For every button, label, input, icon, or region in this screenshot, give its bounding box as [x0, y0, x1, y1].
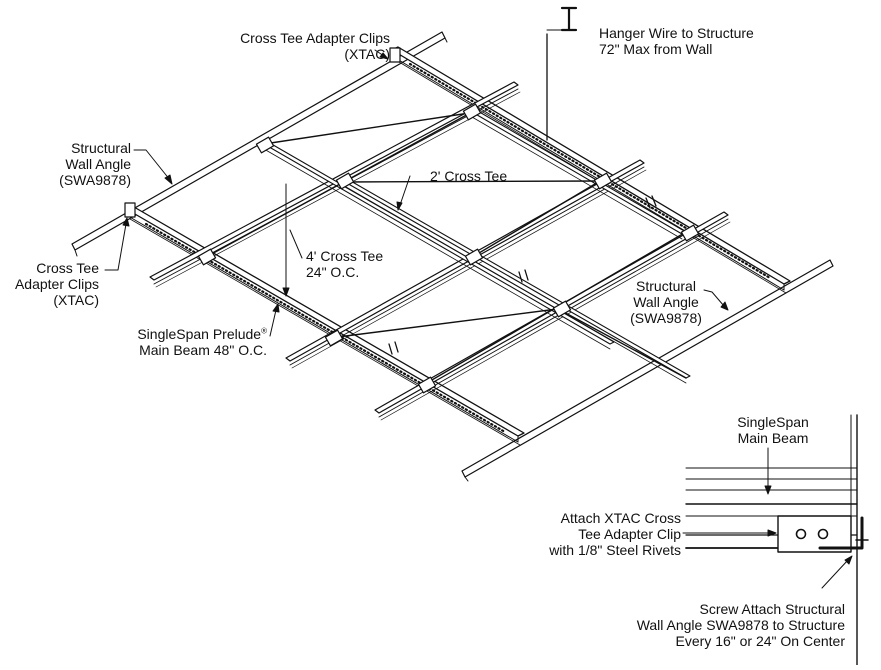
label-main-beam: SingleSpan Prelude® Main Beam 48" O.C.	[137, 326, 267, 358]
label-detail-screw: Screw Attach Structural Wall Angle SWA98…	[637, 601, 845, 649]
label-wall-angle-right-line3: (SWA9878)	[630, 310, 702, 326]
label-cross-tee-2ft-line1: 2' Cross Tee	[430, 168, 508, 184]
label-wall-angle-right-line1: Structural	[636, 278, 696, 294]
label-wall-angle-left-line2: Wall Angle	[65, 156, 131, 172]
label-detail-beam-line1: SingleSpan	[737, 414, 809, 430]
break-symbols	[388, 195, 657, 355]
label-wall-angle-left-line3: (SWA9878)	[59, 172, 131, 188]
label-cross-tee-2ft: 2' Cross Tee	[430, 168, 507, 184]
label-cross-tee-4ft-line1: 4' Cross Tee	[306, 248, 384, 264]
main-beam-1	[391, 46, 791, 294]
label-cross-tee-4ft-line2: 24" O.C.	[306, 264, 360, 280]
label-xtac-top-line1: Cross Tee Adapter Clips	[240, 30, 390, 46]
registered-mark: ®	[261, 326, 267, 336]
hanger-wire	[546, 6, 578, 141]
detail-view	[682, 414, 869, 666]
label-detail-attach-line3: with 1/8" Steel Rivets	[549, 542, 681, 558]
front-wall-angle	[461, 259, 834, 482]
xtac-clips	[124, 47, 401, 218]
label-detail-screw-line2: Wall Angle SWA9878 to Structure	[636, 617, 845, 633]
label-wall-angle-right-line2: Wall Angle	[633, 294, 699, 310]
label-hanger-line2: 72" Max from Wall	[599, 41, 713, 57]
label-cross-tee-4ft: 4' Cross Tee 24" O.C.	[306, 248, 383, 280]
label-hanger-line1: Hanger Wire to Structure	[599, 25, 754, 41]
label-detail-screw-line1: Screw Attach Structural	[699, 601, 845, 617]
label-wall-angle-left-line1: Structural	[71, 140, 131, 156]
label-wall-angle-right: Structural Wall Angle (SWA9878)	[626, 278, 706, 326]
leader-lines	[104, 29, 729, 337]
label-detail-attach-line2: Tee Adapter Clip	[578, 526, 681, 542]
label-wall-angle-left: Structural Wall Angle (SWA9878)	[59, 140, 131, 188]
label-xtac-left-line1: Cross Tee	[36, 260, 99, 276]
label-xtac-top-line2: (XTAC)	[344, 46, 390, 62]
label-hanger-wire: Hanger Wire to Structure 72" Max from Wa…	[599, 25, 754, 57]
four-foot-cross-tees	[149, 81, 731, 421]
label-main-beam-line2: Main Beam 48" O.C.	[139, 342, 267, 358]
label-main-beam-name: SingleSpan Prelude	[137, 326, 262, 342]
label-detail-attach: Attach XTAC Cross Tee Adapter Clip with …	[549, 510, 681, 558]
left-wall-angle	[71, 31, 448, 257]
label-detail-beam: SingleSpan Main Beam	[728, 414, 818, 446]
label-detail-attach-line1: Attach XTAC Cross	[560, 510, 681, 526]
label-detail-screw-line3: Every 16" or 24" On Center	[675, 633, 845, 649]
label-main-beam-line1: SingleSpan Prelude®	[137, 326, 267, 342]
label-xtac-left: Cross Tee Adapter Clips (XTAC)	[15, 260, 99, 308]
label-xtac-left-line3: (XTAC)	[53, 292, 99, 308]
label-xtac-top: Cross Tee Adapter Clips (XTAC)	[240, 30, 390, 62]
grid-intersections	[197, 103, 700, 394]
label-detail-beam-line2: Main Beam	[737, 430, 809, 446]
label-xtac-left-line2: Adapter Clips	[14, 276, 99, 292]
